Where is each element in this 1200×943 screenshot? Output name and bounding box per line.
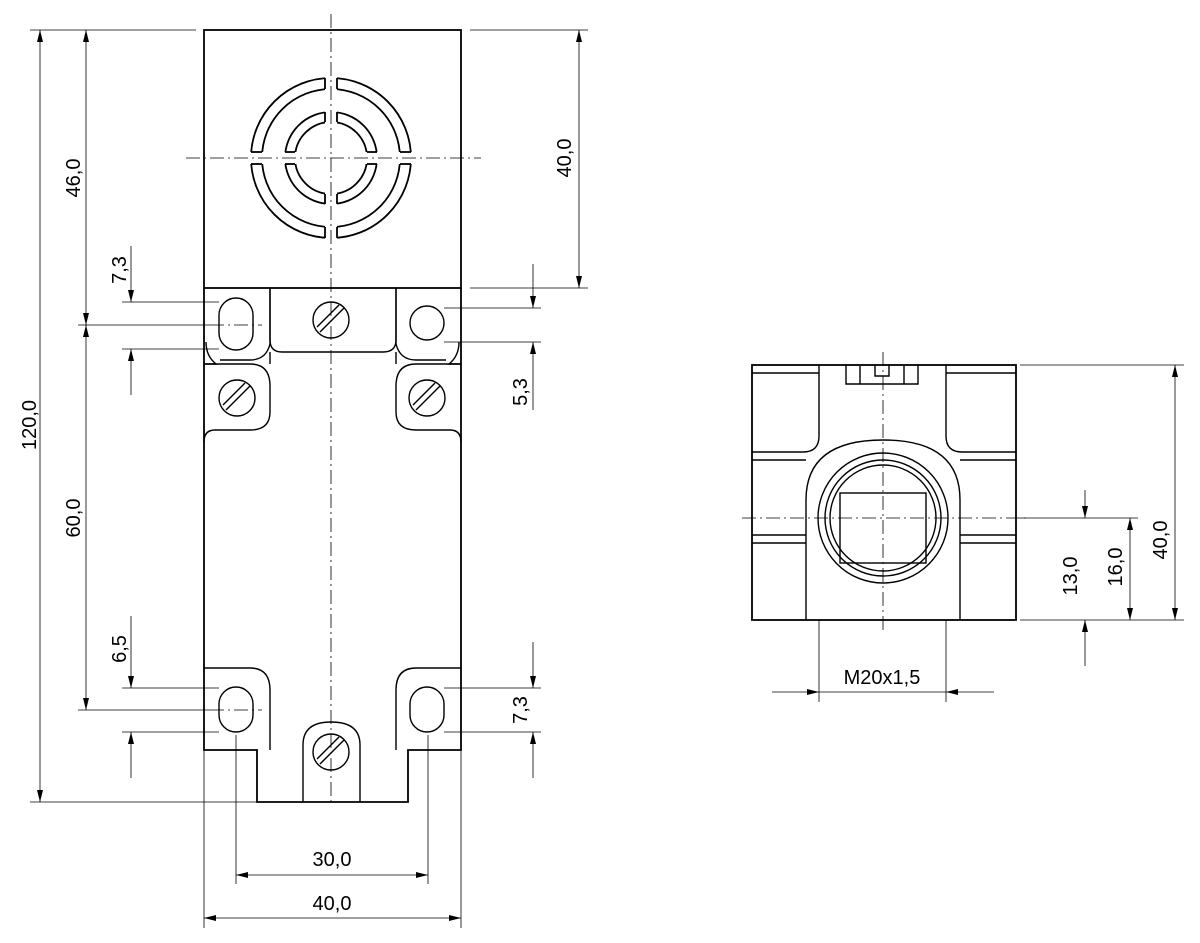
dim-center-height-16: 16,0 bbox=[1105, 548, 1127, 587]
dim-hole-spacing-horizontal: 30,0 bbox=[313, 849, 352, 871]
dim-total-height: 120,0 bbox=[19, 400, 41, 450]
dim-right-hole-offset: 5,3 bbox=[510, 378, 532, 406]
side-top-screw bbox=[845, 365, 919, 385]
screw-left bbox=[218, 379, 256, 417]
top-right-hole bbox=[409, 305, 445, 341]
dim-bottom-slot-offset: 6,5 bbox=[109, 635, 131, 663]
side-top-block bbox=[752, 365, 1016, 453]
dimension-lines-front bbox=[37, 30, 582, 921]
front-view: 120,0 46,0 60,0 7,3 6,5 40,0 5,3 7,3 30,… bbox=[19, 14, 588, 928]
right-lug-upper bbox=[447, 341, 461, 365]
main-body bbox=[203, 288, 462, 803]
dim-hole-spacing-vertical: 60,0 bbox=[63, 499, 85, 538]
left-lug-upper bbox=[204, 341, 218, 365]
upper-flange bbox=[269, 288, 397, 353]
extension-lines-front bbox=[30, 29, 588, 928]
lug-top-right bbox=[395, 288, 446, 361]
dim-body-height: 40,0 bbox=[1150, 521, 1172, 560]
dim-sensing-face-height: 40,0 bbox=[554, 139, 576, 178]
bottom-left-slot bbox=[218, 686, 254, 733]
bottom-right-lug bbox=[395, 667, 461, 750]
dimension-lines-side bbox=[772, 365, 1178, 695]
lug-top-left bbox=[220, 288, 271, 361]
extension-lines-side bbox=[818, 364, 1184, 702]
dim-body-width: 40,0 bbox=[313, 893, 352, 915]
dim-bottom-right-slot-height: 7,3 bbox=[510, 696, 532, 724]
sensing-head bbox=[203, 29, 462, 289]
bottom-right-slot bbox=[409, 686, 445, 733]
cable-entry-boss bbox=[805, 439, 961, 620]
dim-thread: M20x1,5 bbox=[844, 667, 921, 689]
side-body bbox=[751, 364, 1017, 621]
dim-upper-height: 46,0 bbox=[63, 159, 85, 198]
screw-right bbox=[408, 379, 446, 417]
dim-center-height-13: 13,0 bbox=[1060, 557, 1082, 596]
top-left-slot bbox=[218, 297, 254, 351]
bottom-left-lug bbox=[204, 667, 271, 750]
center-cavity bbox=[269, 352, 397, 364]
top-left-lug bbox=[203, 363, 271, 443]
dim-top-slot-height: 7,3 bbox=[109, 256, 131, 284]
side-view: M20x1,5 13,0 16,0 40,0 bbox=[742, 352, 1184, 702]
sensing-face-gap-edges bbox=[251, 78, 411, 238]
top-right-lug bbox=[395, 363, 462, 443]
